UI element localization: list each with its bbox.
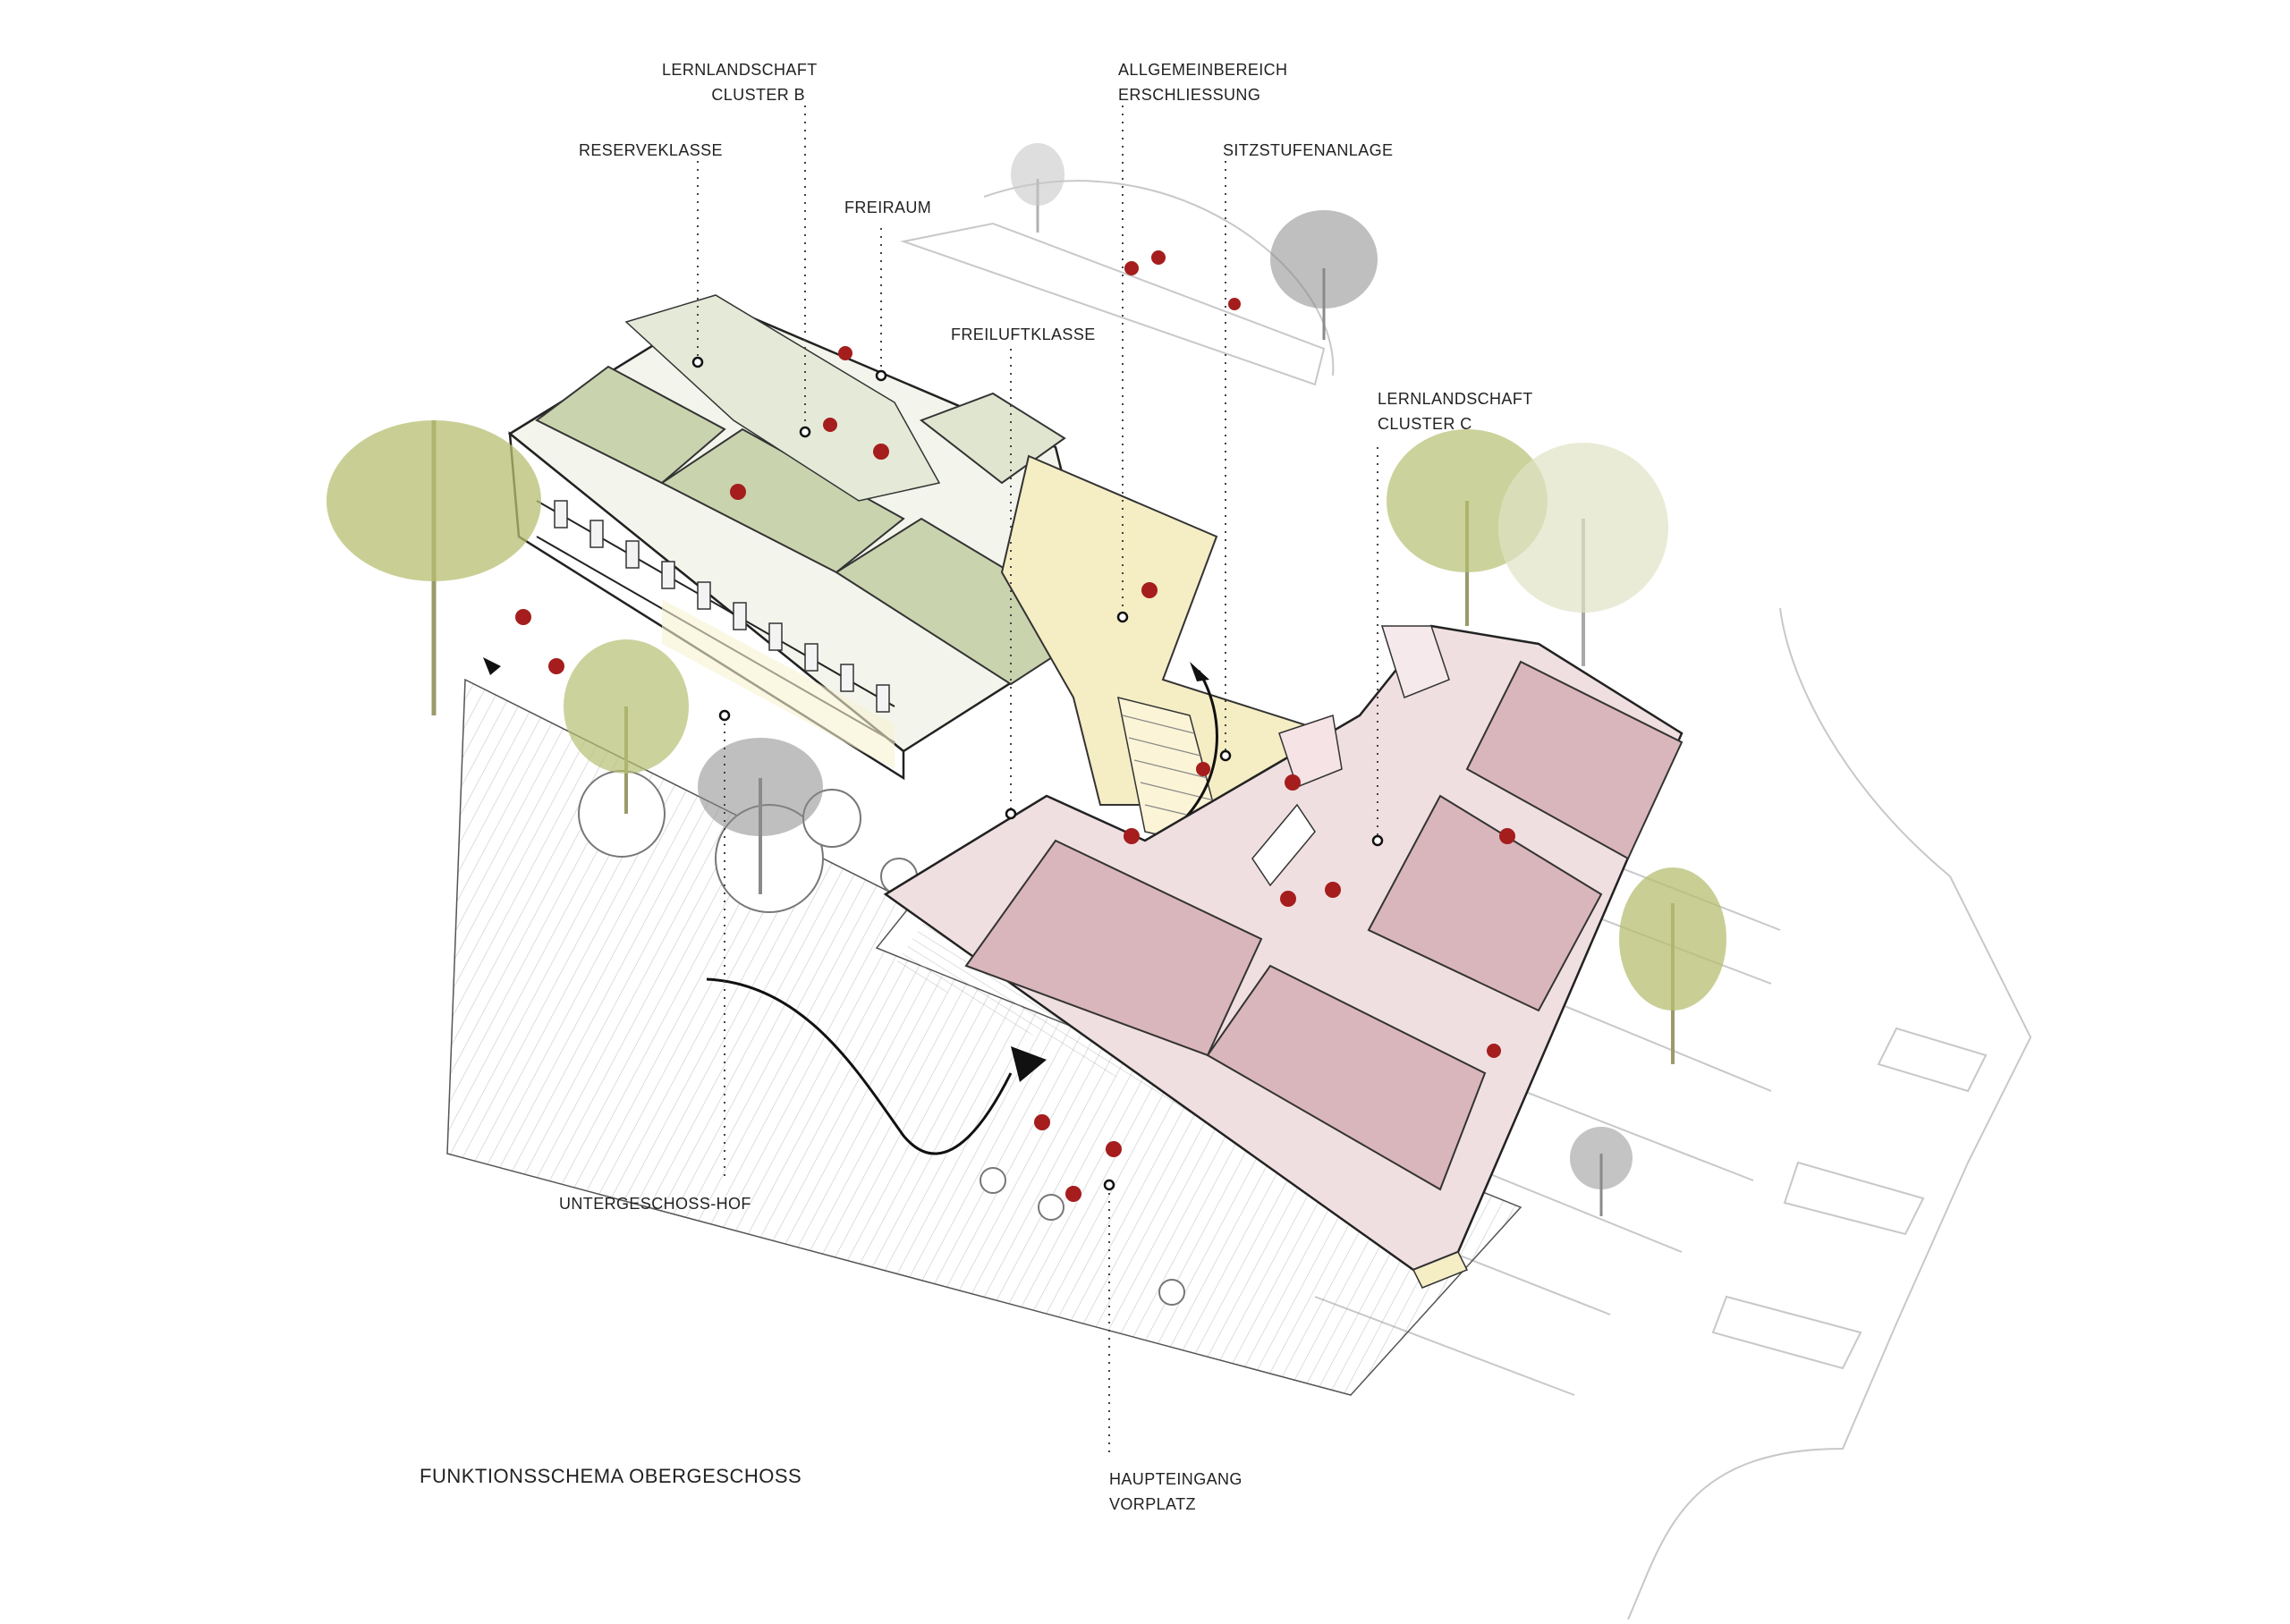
label-lernlandschaft-cluster-c: LERNLANDSCHAFT CLUSTER C — [1378, 386, 1533, 436]
label-line: RESERVEKLASSE — [579, 141, 723, 159]
label-line: CLUSTER B — [711, 86, 805, 104]
stair-arrow-icon — [1190, 662, 1209, 681]
tree-green-center — [564, 639, 689, 814]
tree-green-left — [327, 420, 541, 715]
tree-light-top — [1011, 143, 1064, 233]
marker-circles — [691, 356, 1384, 1191]
arrow-icon — [483, 657, 501, 675]
label-line: ERSCHLIESSUNG — [1118, 86, 1261, 104]
cluster-b-wing — [507, 294, 1102, 781]
label-line: ALLGEMEINBEREICH — [1118, 61, 1288, 79]
label-line: VORPLATZ — [1109, 1495, 1196, 1513]
trees — [327, 143, 1726, 1216]
cluster-c-wing — [883, 624, 1684, 1289]
label-reserveklasse: RESERVEKLASSE — [579, 138, 723, 163]
tree-green-far-right — [1619, 867, 1726, 1064]
label-line: LERNLANDSCHAFT — [1378, 390, 1533, 408]
label-untergeschoss-hof: UNTERGESCHOSS-HOF — [559, 1191, 751, 1216]
tree-light-right — [1498, 443, 1668, 666]
label-allgemeinbereich: ALLGEMEINBEREICH ERSCHLIESSUNG — [1118, 57, 1287, 107]
people-figures — [515, 250, 1515, 1202]
entrance-arrow-icon — [1011, 1046, 1047, 1082]
label-line: UNTERGESCHOSS-HOF — [559, 1195, 751, 1213]
label-line: CLUSTER C — [1378, 415, 1472, 433]
label-freiluftklasse: FREILUFTKLASSE — [951, 322, 1096, 347]
label-line: FREILUFTKLASSE — [951, 326, 1096, 343]
diagram-title: FUNKTIONSSCHEMA OBERGESCHOSS — [420, 1465, 802, 1487]
label-line: LERNLANDSCHAFT — [662, 61, 818, 79]
label-freiraum: FREIRAUM — [844, 195, 931, 220]
label-lernlandschaft-cluster-b: LERNLANDSCHAFT CLUSTER B — [662, 57, 818, 107]
tree-grey-bottom-right — [1570, 1127, 1633, 1216]
label-line: FREIRAUM — [844, 199, 932, 216]
tree-grey-top — [1270, 210, 1378, 340]
label-haupteingang-vorplatz: HAUPTEINGANG VORPLATZ — [1109, 1467, 1243, 1517]
label-line: HAUPTEINGANG — [1109, 1470, 1243, 1488]
label-line: SITZSTUFENANLAGE — [1223, 141, 1394, 159]
tree-grey-center — [698, 738, 823, 894]
leader-lines — [697, 106, 1378, 1458]
label-sitzstufenanlage: SITZSTUFENANLAGE — [1223, 138, 1393, 163]
